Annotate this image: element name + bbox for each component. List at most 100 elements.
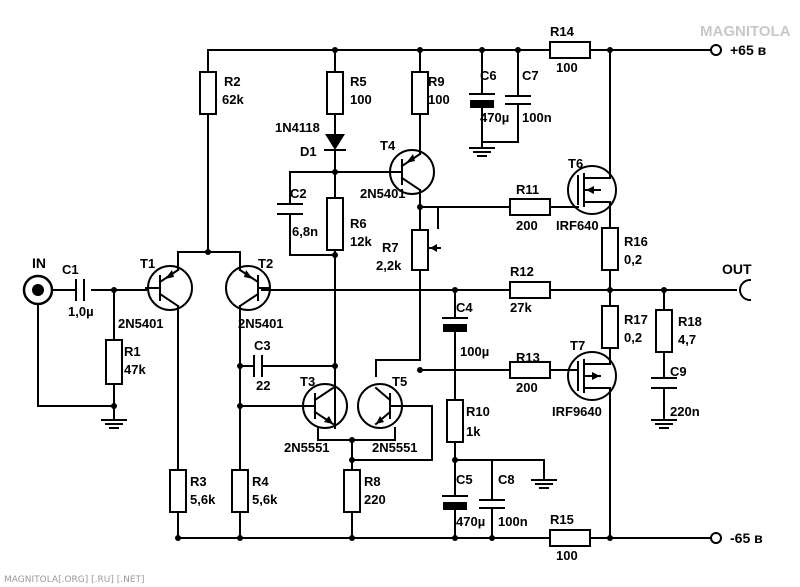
r14-value: 100 bbox=[556, 60, 578, 75]
transistor-t2 bbox=[225, 265, 271, 311]
t1-ref: T1 bbox=[140, 256, 155, 271]
resistor-r16 bbox=[601, 227, 619, 271]
r7-ref: R7 bbox=[382, 240, 399, 255]
c9-ref: C9 bbox=[670, 364, 687, 379]
r4-ref: R4 bbox=[252, 474, 269, 489]
r8-ref: R8 bbox=[364, 474, 381, 489]
c8-ref: C8 bbox=[498, 472, 515, 487]
r10-ref: R10 bbox=[466, 404, 490, 419]
r2-value: 62k bbox=[222, 92, 244, 107]
t5-ref: T5 bbox=[392, 374, 407, 389]
r1-ref: R1 bbox=[124, 344, 141, 359]
t4-ref: T4 bbox=[380, 138, 396, 153]
c1-value: 1,0µ bbox=[68, 304, 94, 319]
resistor-r6 bbox=[326, 197, 344, 251]
transistor-t4 bbox=[387, 139, 435, 195]
resistor-r15 bbox=[549, 529, 591, 547]
t3-ref: T3 bbox=[300, 374, 315, 389]
c1-ref: C1 bbox=[62, 262, 79, 277]
c8-value: 100n bbox=[498, 514, 528, 529]
resistor-r12 bbox=[509, 281, 551, 299]
t2-value: 2N5401 bbox=[238, 316, 284, 331]
resistor-r2 bbox=[199, 71, 217, 115]
resistor-r7 bbox=[411, 229, 429, 271]
c4-ref: C4 bbox=[456, 300, 473, 315]
resistor-r10 bbox=[446, 399, 464, 443]
junctions bbox=[111, 47, 667, 541]
transistor-t5 bbox=[357, 383, 403, 429]
capacitor-c7 bbox=[505, 71, 531, 131]
r9-ref: R9 bbox=[428, 74, 445, 89]
r17-value: 0,2 bbox=[624, 330, 642, 345]
r13-ref: R13 bbox=[516, 350, 540, 365]
r1-value: 47k bbox=[124, 362, 146, 377]
resistor-r3 bbox=[169, 469, 187, 513]
resistor-r5 bbox=[326, 71, 344, 115]
watermark-logo: MAGNITOLA bbox=[700, 23, 791, 40]
capacitor-c1 bbox=[75, 279, 85, 301]
t6-ref: T6 bbox=[568, 156, 583, 171]
d1-ref: D1 bbox=[300, 144, 317, 159]
resistor-r8 bbox=[343, 469, 361, 513]
c7-value: 100n bbox=[522, 110, 552, 125]
r17-ref: R17 bbox=[624, 312, 648, 327]
resistor-r14 bbox=[549, 41, 591, 59]
r9-value: 100 bbox=[428, 92, 450, 107]
c3-ref: C3 bbox=[254, 338, 271, 353]
ground-symbols bbox=[101, 147, 677, 489]
r18-value: 4,7 bbox=[678, 332, 696, 347]
r6-value: 12k bbox=[350, 234, 372, 249]
r15-value: 100 bbox=[556, 548, 578, 563]
r14-ref: R14 bbox=[550, 24, 575, 39]
vminus-label: -65 в bbox=[730, 530, 763, 546]
capacitor-c9 bbox=[651, 373, 677, 395]
t1-value: 2N5401 bbox=[118, 316, 164, 331]
transistor-t6 bbox=[567, 161, 617, 217]
r2-ref: R2 bbox=[224, 74, 241, 89]
r13-value: 200 bbox=[516, 380, 538, 395]
transistor-t1 bbox=[145, 265, 193, 311]
vplus-terminal bbox=[710, 44, 722, 56]
in-label: IN bbox=[32, 255, 46, 271]
t7-ref: T7 bbox=[570, 338, 585, 353]
r11-value: 200 bbox=[516, 218, 538, 233]
capacitor-c8 bbox=[479, 487, 505, 529]
vminus-terminal bbox=[710, 532, 722, 544]
r16-value: 0,2 bbox=[624, 252, 642, 267]
r18-ref: R18 bbox=[678, 314, 702, 329]
resistors bbox=[105, 41, 673, 547]
t3-value: 2N5551 bbox=[284, 440, 330, 455]
c6-ref: C6 bbox=[480, 68, 497, 83]
r11-ref: R11 bbox=[516, 182, 539, 197]
r6-ref: R6 bbox=[350, 216, 367, 231]
output-jack bbox=[739, 278, 752, 302]
resistor-r9 bbox=[411, 71, 429, 115]
c3-value: 22 bbox=[256, 378, 270, 393]
r3-ref: R3 bbox=[190, 474, 207, 489]
t6-value: IRF640 bbox=[556, 218, 599, 233]
capacitor-c2 bbox=[277, 203, 303, 215]
t5-value: 2N5551 bbox=[372, 440, 418, 455]
r8-value: 220 bbox=[364, 492, 386, 507]
t7-value: IRF9640 bbox=[552, 404, 602, 419]
watermark-footer: MAGNITOLA[.ORG] [.RU] [.NET] bbox=[4, 575, 145, 585]
r10-value: 1k bbox=[466, 424, 481, 439]
vplus-label: +65 в bbox=[730, 42, 767, 58]
c6-value: 470µ bbox=[480, 110, 509, 125]
c5-ref: C5 bbox=[456, 472, 473, 487]
c4-value: 100µ bbox=[460, 344, 489, 359]
r3-value: 5,6k bbox=[190, 492, 216, 507]
resistor-r4 bbox=[231, 469, 249, 513]
labels: +65 в -65 в IN OUT R2 62k R5 100 R9 100 … bbox=[32, 24, 767, 563]
resistor-r17 bbox=[601, 305, 619, 349]
t2-ref: T2 bbox=[258, 256, 273, 271]
r12-ref: R12 bbox=[510, 264, 534, 279]
r7-value: 2,2k bbox=[376, 258, 402, 273]
resistor-r18 bbox=[655, 309, 673, 353]
capacitors bbox=[75, 71, 677, 529]
resistor-r13 bbox=[509, 361, 551, 379]
diode-d1 bbox=[324, 134, 346, 159]
r4-value: 5,6k bbox=[252, 492, 278, 507]
c2-value: 6,8n bbox=[292, 224, 318, 239]
